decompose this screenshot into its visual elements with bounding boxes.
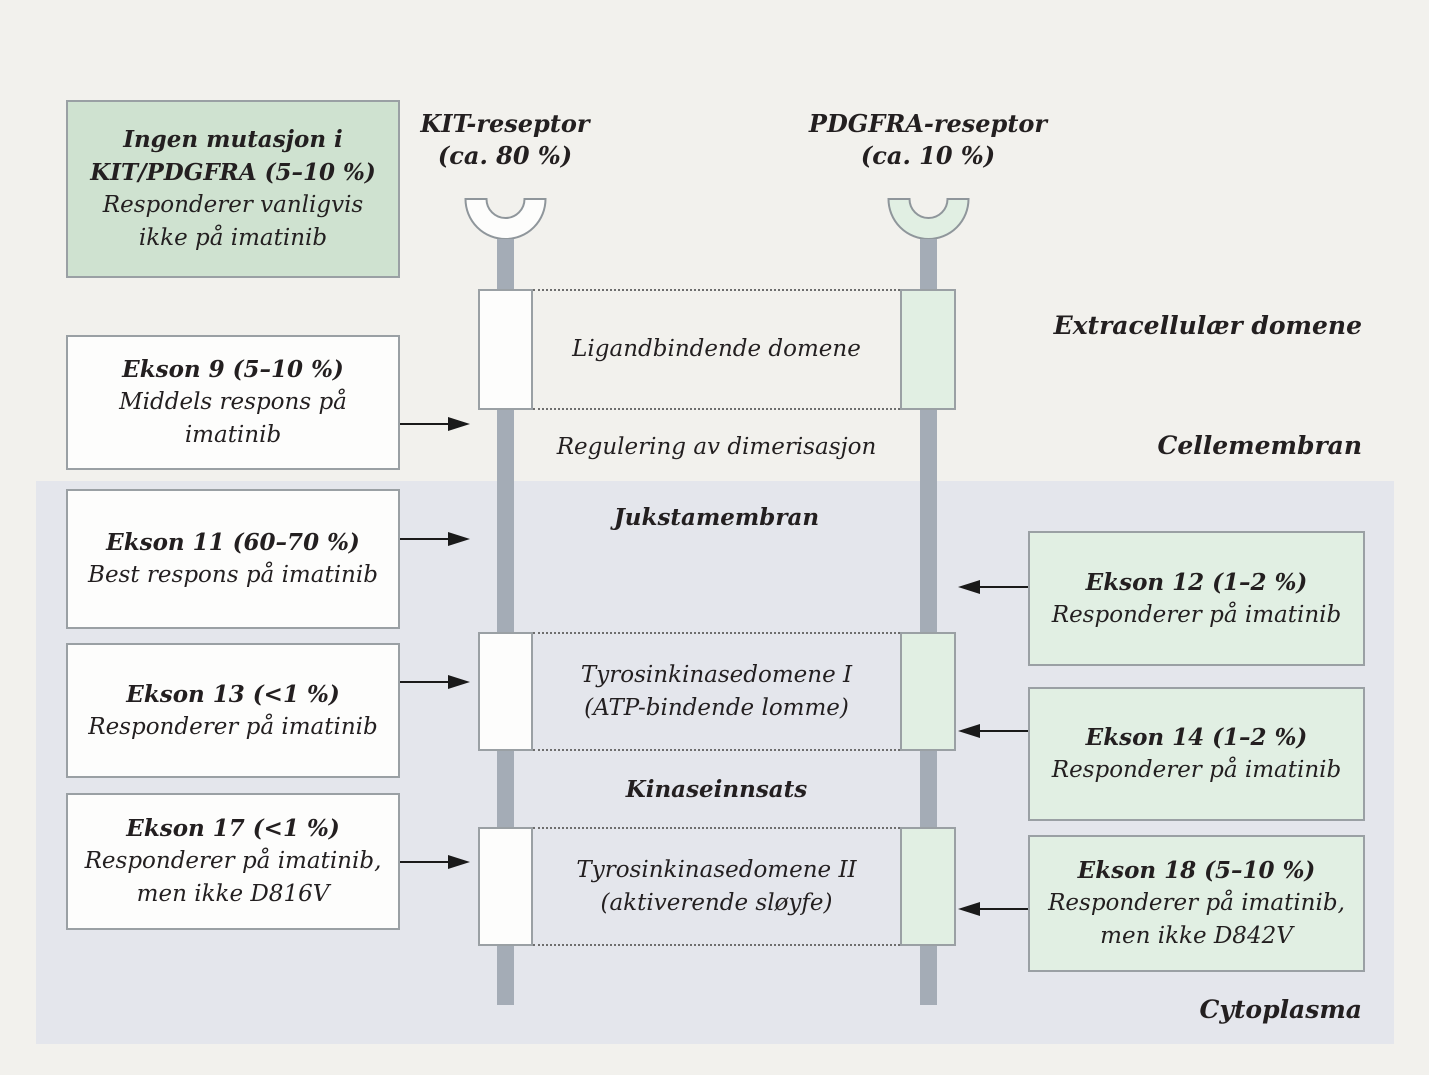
ekson11-arrow-line bbox=[400, 537, 448, 541]
ekson17-arrow bbox=[400, 852, 470, 872]
info-box-line3: Responderer vanligvis bbox=[102, 192, 364, 218]
no-mutation-info-box: Ingen mutasjon i KIT/PDGFRA (5–10 %) Res… bbox=[66, 100, 400, 278]
ekson18-title: Ekson 18 (5–10 %) bbox=[1077, 857, 1316, 884]
pdgfra-receptor-header: PDGFRA-reseptor (ca. 10 %) bbox=[778, 108, 1078, 172]
tyrosine-kinase-1-label: Tyrosinkinasedomene I bbox=[580, 661, 853, 688]
ekson12-body: Responderer på imatinib bbox=[1051, 601, 1342, 628]
ekson11-arrow bbox=[400, 529, 470, 549]
tyrosine-kinase-2-label: Tyrosinkinasedomene II bbox=[576, 856, 857, 883]
kit-tk1-domain-box bbox=[478, 632, 533, 751]
pdgfra-ligand-domain-box bbox=[900, 289, 956, 410]
kit-ligand-domain-box bbox=[478, 289, 533, 410]
kit-tk2-domain-box bbox=[478, 827, 533, 946]
ekson18-arrow bbox=[958, 899, 1028, 919]
ekson9-arrow bbox=[400, 414, 470, 434]
ekson14-box: Ekson 14 (1–2 %) Responderer på imatinib bbox=[1028, 687, 1365, 821]
ekson13-arrowhead-icon bbox=[448, 675, 470, 689]
ekson17-arrow-line bbox=[400, 860, 448, 864]
tyrosine-kinase-1-sublabel: (ATP-bindende lomme) bbox=[584, 694, 849, 721]
ekson12-box: Ekson 12 (1–2 %) Responderer på imatinib bbox=[1028, 531, 1365, 666]
tyrosine-kinase-2-sublabel: (aktiverende sløyfe) bbox=[600, 889, 833, 916]
ekson14-body: Responderer på imatinib bbox=[1051, 757, 1342, 783]
ekson14-arrow bbox=[958, 721, 1028, 741]
kit-receptor-cup-icon bbox=[464, 198, 547, 240]
ekson9-body: Middels respons på imatinib bbox=[119, 389, 347, 448]
ekson18-arrowhead-icon bbox=[958, 902, 980, 916]
pdgfra-receptor-bar bbox=[920, 239, 937, 1005]
kit-receptor-share: (ca. 80 %) bbox=[437, 141, 573, 170]
tyrosine-kinase-2-zone: Tyrosinkinasedomene II (aktiverende sløy… bbox=[533, 827, 900, 946]
ekson17-body: Responderer på imatinib, men ikke D816V bbox=[84, 848, 382, 907]
ekson13-title: Ekson 13 (<1 %) bbox=[126, 680, 340, 708]
kinase-insert-label: Kinaseinnsats bbox=[625, 776, 808, 803]
ekson13-body: Responderer på imatinib bbox=[88, 713, 378, 740]
ekson12-arrow bbox=[958, 577, 1028, 597]
ekson11-body: Best respons på imatinib bbox=[88, 562, 378, 588]
ekson17-arrowhead-icon bbox=[448, 855, 470, 869]
ekson13-box: Ekson 13 (<1 %) Responderer på imatinib bbox=[66, 643, 400, 778]
cytoplasm-region-label: Cytoplasma bbox=[1199, 995, 1362, 1024]
dimerization-label: Regulering av dimerisasjon bbox=[556, 434, 877, 460]
pdgfra-tk1-domain-box bbox=[900, 632, 956, 751]
ekson14-arrow-line bbox=[980, 729, 1028, 733]
ekson12-title: Ekson 12 (1–2 %) bbox=[1085, 568, 1308, 596]
extracellular-region-label: Extracellulær domene bbox=[1053, 311, 1362, 340]
ekson17-title: Ekson 17 (<1 %) bbox=[126, 815, 340, 842]
kit-receptor-name: KIT-reseptor bbox=[420, 109, 590, 138]
info-box-line2: KIT/PDGFRA (5–10 %) bbox=[90, 159, 376, 186]
pdgfra-receptor-name: PDGFRA-reseptor bbox=[808, 109, 1048, 138]
ekson14-arrowhead-icon bbox=[958, 724, 980, 738]
ekson11-title: Ekson 11 (60–70 %) bbox=[106, 529, 360, 556]
ekson11-arrowhead-icon bbox=[448, 532, 470, 546]
ekson11-box: Ekson 11 (60–70 %) Best respons på imati… bbox=[66, 489, 400, 629]
ekson9-arrowhead-icon bbox=[448, 417, 470, 431]
ekson18-body: Responderer på imatinib, men ikke D842V bbox=[1048, 890, 1345, 949]
ekson12-arrowhead-icon bbox=[958, 580, 980, 594]
pdgfra-receptor-share: (ca. 10 %) bbox=[860, 141, 996, 170]
ekson18-arrow-line bbox=[980, 907, 1028, 911]
juxtamembrane-label: Jukstamembran bbox=[613, 504, 820, 531]
tyrosine-kinase-1-zone: Tyrosinkinasedomene I (ATP-bindende lomm… bbox=[533, 632, 900, 751]
kit-receptor-header: KIT-reseptor (ca. 80 %) bbox=[355, 108, 655, 172]
kit-receptor-bar bbox=[497, 239, 514, 1005]
ekson12-arrow-line bbox=[980, 585, 1028, 589]
ekson13-arrow bbox=[400, 672, 470, 692]
cell-membrane-region-label: Cellemembran bbox=[1157, 431, 1362, 460]
ekson18-box: Ekson 18 (5–10 %) Responderer på imatini… bbox=[1028, 835, 1365, 972]
ekson14-title: Ekson 14 (1–2 %) bbox=[1085, 724, 1308, 751]
pdgfra-tk2-domain-box bbox=[900, 827, 956, 946]
ligand-binding-zone: Ligandbindende domene bbox=[533, 289, 900, 410]
ekson9-title: Ekson 9 (5–10 %) bbox=[122, 356, 344, 383]
ekson9-arrow-line bbox=[400, 422, 448, 426]
pdgfra-receptor-cup-icon bbox=[887, 198, 970, 240]
info-box-line4: ikke på imatinib bbox=[138, 225, 328, 251]
ekson13-arrow-line bbox=[400, 680, 448, 684]
ekson9-box: Ekson 9 (5–10 %) Middels respons på imat… bbox=[66, 335, 400, 470]
ligand-binding-zone-label: Ligandbindende domene bbox=[572, 336, 861, 362]
info-box-line1: Ingen mutasjon i bbox=[123, 126, 343, 153]
ekson17-box: Ekson 17 (<1 %) Responderer på imatinib,… bbox=[66, 793, 400, 930]
